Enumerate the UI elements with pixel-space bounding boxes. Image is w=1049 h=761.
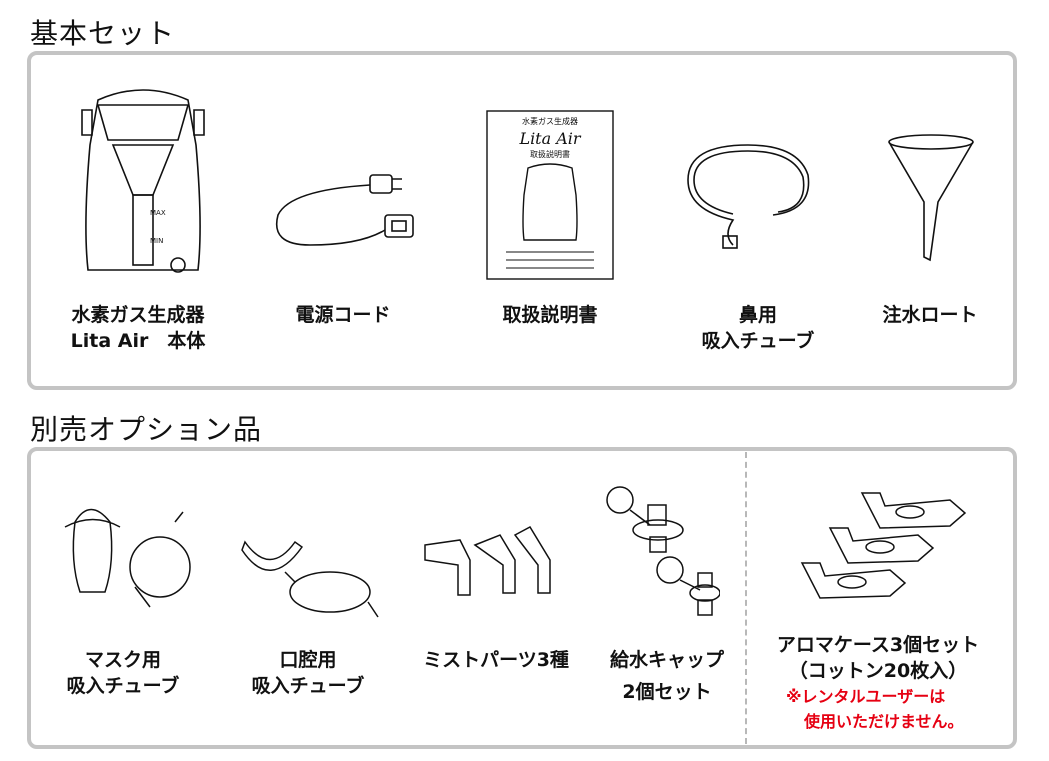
nasal-tube-image bbox=[683, 140, 823, 250]
mist-parts-image bbox=[420, 525, 560, 600]
mask-tube-image bbox=[55, 492, 195, 617]
item-label: 吸入チューブ bbox=[251, 675, 365, 697]
svg-text:水素ガス生成器: 水素ガス生成器 bbox=[522, 116, 578, 126]
item-label: 鼻用 bbox=[738, 304, 777, 326]
item-label: 給水キャップ bbox=[609, 649, 724, 671]
option-mask-tube: マスク用 吸入チューブ bbox=[0, 647, 253, 699]
item-label: （コットン20枚入） bbox=[788, 660, 968, 682]
basic-set-heading: 基本セット bbox=[30, 17, 176, 50]
item-funnel: 注水ロート bbox=[800, 302, 1049, 328]
aroma-case-image bbox=[800, 488, 970, 603]
item-hydrogen-generator: 水素ガス生成器 Lita Air 本体 bbox=[8, 302, 268, 354]
item-label: 口腔用 bbox=[279, 649, 337, 671]
hydrogen-generator-image: MAX MIN bbox=[78, 85, 208, 280]
item-label: Lita Air 本体 bbox=[70, 330, 206, 352]
mouthpiece-tube-image bbox=[240, 532, 380, 622]
basic-set-panel bbox=[27, 51, 1017, 390]
option-water-cap: 給水キャップ 2個セット bbox=[537, 647, 797, 705]
item-label: 注水ロート bbox=[882, 304, 978, 326]
option-aroma-case: アロマケース3個セット （コットン20枚入） ※レンタルユーザーは 使用いただけ… bbox=[748, 632, 1008, 734]
power-cord-image bbox=[270, 165, 420, 255]
options-heading: 別売オプション品 bbox=[30, 413, 263, 446]
option-mist-parts: ミストパーツ3種 bbox=[366, 647, 626, 673]
svg-text:MAX: MAX bbox=[150, 209, 166, 217]
rental-note: 使用いただけません。 bbox=[804, 712, 964, 731]
rental-note: ※レンタルユーザーは bbox=[786, 687, 946, 706]
water-cap-image bbox=[600, 485, 720, 620]
item-label: 水素ガス生成器 bbox=[71, 304, 205, 326]
item-label: ミストパーツ3種 bbox=[423, 649, 569, 671]
item-label: マスク用 bbox=[84, 649, 161, 671]
item-label: 電源コード bbox=[295, 304, 391, 326]
item-power-cord: 電源コード bbox=[213, 302, 473, 328]
options-panel bbox=[27, 447, 1017, 749]
svg-text:取扱説明書: 取扱説明書 bbox=[530, 149, 570, 159]
item-manual: 取扱説明書 bbox=[420, 302, 680, 328]
svg-text:MIN: MIN bbox=[150, 237, 163, 245]
svg-text:Lita Air: Lita Air bbox=[518, 129, 581, 148]
item-label: 吸入チューブ bbox=[66, 675, 180, 697]
item-label: 取扱説明書 bbox=[502, 304, 598, 326]
item-label: アロマケース3個セット bbox=[776, 634, 980, 656]
manual-image: 水素ガス生成器 Lita Air 取扱説明書 bbox=[486, 110, 614, 280]
item-label: 吸入チューブ bbox=[701, 330, 815, 352]
item-label: 2個セット bbox=[622, 681, 712, 703]
funnel-image bbox=[886, 132, 976, 262]
divider bbox=[745, 452, 747, 744]
item-nasal-tube: 鼻用 吸入チューブ bbox=[628, 302, 888, 354]
option-mouthpiece-tube: 口腔用 吸入チューブ bbox=[178, 647, 438, 699]
